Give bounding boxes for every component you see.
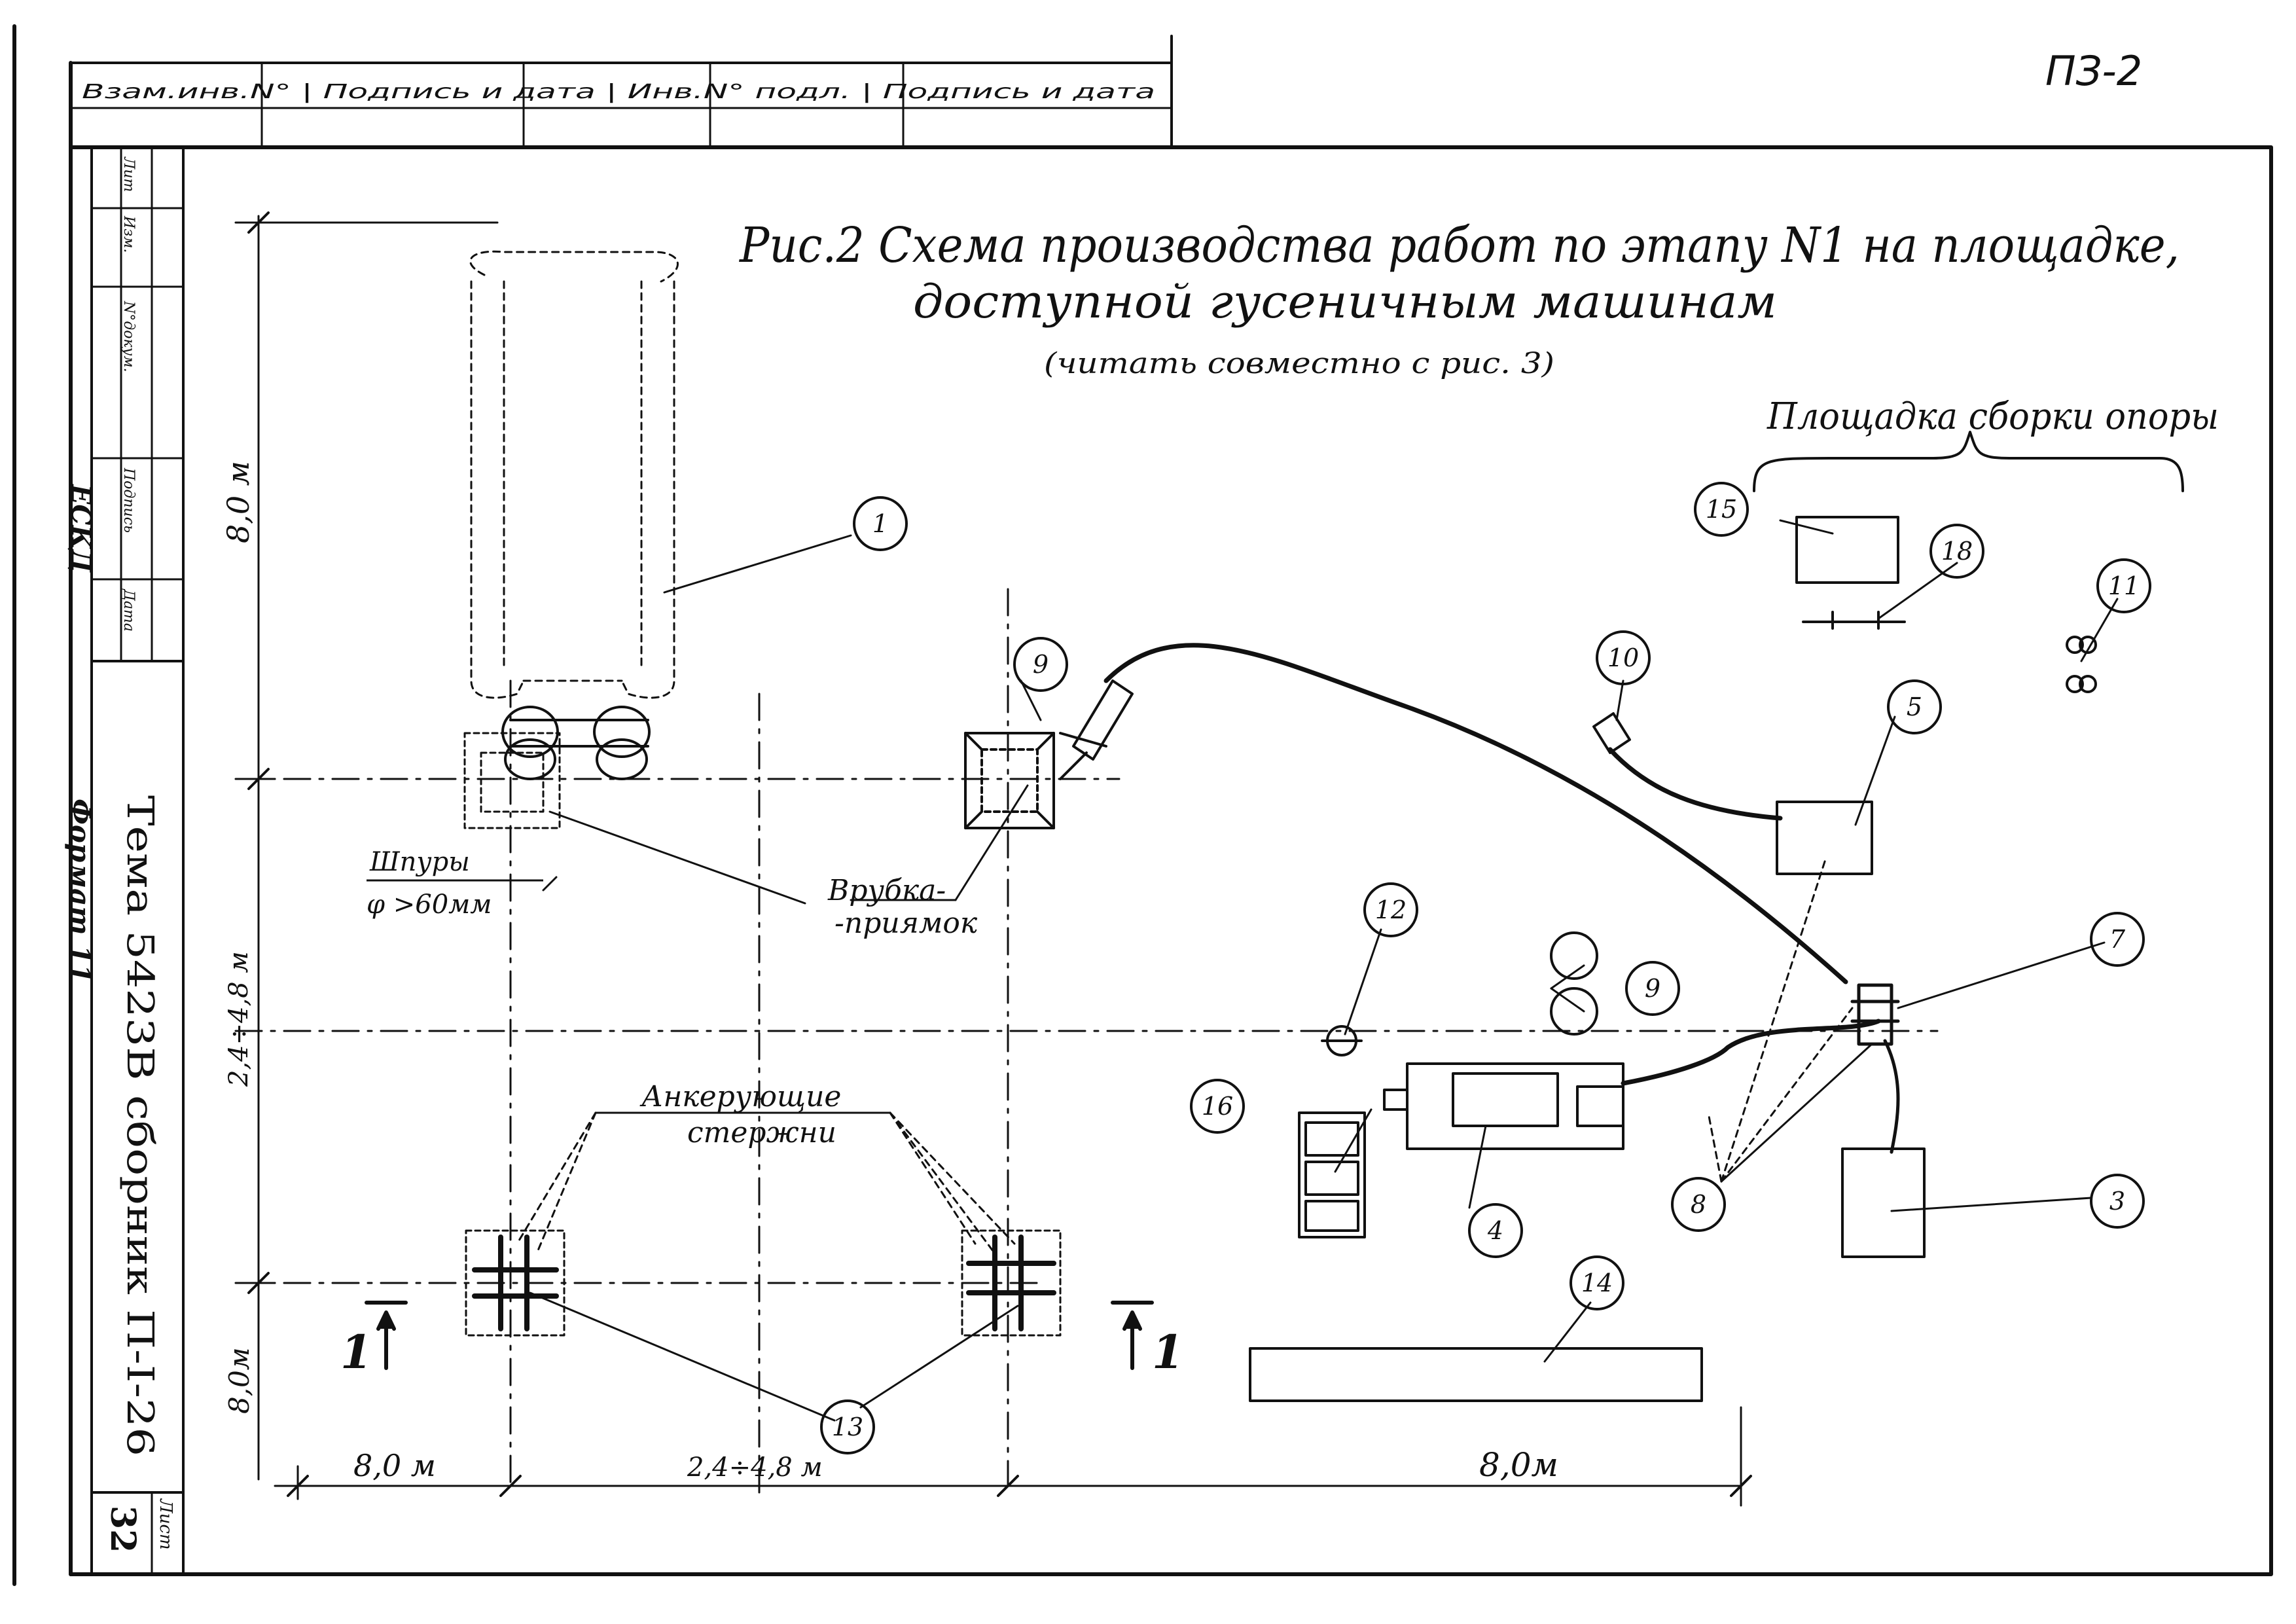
sheet-number: 32 xyxy=(103,1506,143,1553)
callout-7: 7 xyxy=(2109,925,2126,954)
drilling-rig-4 xyxy=(1383,1062,1624,1150)
ankery-label-2: стержни xyxy=(687,1116,836,1149)
leader-lines xyxy=(529,519,2119,1422)
sheet-label: Лист xyxy=(156,1498,175,1550)
tool-12 xyxy=(1321,1025,1363,1056)
cylinders-9 xyxy=(1550,931,1598,1036)
subtitle: (читать совместно с рис. 3) xyxy=(1044,347,1554,380)
callout-numbers: 1 9 10 5 7 3 4 8 9 12 16 14 13 15 18 11 xyxy=(832,495,2140,1441)
callout-4: 4 xyxy=(1487,1216,1503,1245)
breaker-tool xyxy=(1059,679,1134,780)
anchor-pit-left xyxy=(465,1229,565,1337)
dim-horizontal-right: 8,0м xyxy=(1479,1446,1558,1484)
sheet-frame xyxy=(12,24,2273,1586)
axis-lines xyxy=(234,588,1939,1494)
bar-18 xyxy=(1802,611,1906,630)
callout-16: 16 xyxy=(1202,1092,1233,1121)
dim-horizontal-middle: 2,4÷4,8 м xyxy=(687,1453,823,1483)
callout-11: 11 xyxy=(2108,571,2140,600)
hammer-tool xyxy=(1592,712,1631,754)
sheet-code: ПЗ-2 xyxy=(2045,47,2142,95)
callout-1: 1 xyxy=(872,509,888,538)
shpury-label: Шпуры xyxy=(369,847,470,877)
header-row: Взам.инв.N° | Подпись и дата | Инв.N° по… xyxy=(82,81,1155,103)
diameter-label: φ >60мм xyxy=(367,890,492,920)
side-format: Формат 11 xyxy=(64,799,96,983)
distributor-7 xyxy=(1850,983,1900,1046)
hose-lines xyxy=(1103,643,1900,1154)
dim-vertical-bottom: 8,0м xyxy=(223,1347,255,1414)
generator-3 xyxy=(1841,1147,1926,1258)
assembly-area-label: Площадка сборки опоры xyxy=(1767,395,2219,438)
title-line-2: доступной гусеничным машинам xyxy=(913,275,1777,329)
compressor-5 xyxy=(1776,801,1873,875)
dim-horizontal-left: 8,0 м xyxy=(353,1448,436,1483)
ankery-label-1: Анкерующие xyxy=(639,1080,841,1113)
section-label-right: 1 xyxy=(1152,1325,1184,1379)
side-cell-1: Изм. xyxy=(120,215,137,253)
vehicle-rollers xyxy=(501,706,651,780)
side-cell-0: Лит xyxy=(120,156,137,192)
callout-3: 3 xyxy=(2109,1187,2125,1216)
tracked-vehicle xyxy=(469,250,679,699)
side-cell-4: Дата xyxy=(120,588,137,632)
tema-label: Тема 5423В сборник П-I-26 xyxy=(118,795,161,1456)
drill-holes-pit xyxy=(463,732,561,829)
dim-vertical-middle: 2,4÷4,8 м xyxy=(224,951,254,1087)
side-code: ЕСКД xyxy=(65,484,96,573)
cut-pit xyxy=(964,732,1055,829)
beam-14 xyxy=(1249,1347,1703,1402)
callout-13: 13 xyxy=(832,1413,863,1441)
side-cell-2: N°докум. xyxy=(120,300,137,372)
side-cell-3: Подпись xyxy=(120,467,137,533)
section-marks xyxy=(365,1301,1154,1370)
dimension-lines xyxy=(234,211,1752,1507)
callout-9: 9 xyxy=(1645,974,1660,1003)
title-line-1: Рис.2 Схема производства работ по этапу … xyxy=(738,217,2179,274)
callout-12: 12 xyxy=(1375,895,1407,924)
assembly-brace xyxy=(1753,431,2184,492)
dim-vertical-top: 8,0 м xyxy=(221,461,256,543)
section-label-left: 1 xyxy=(340,1325,372,1379)
anchor-rod-leaders xyxy=(516,1111,1016,1255)
callout-5: 5 xyxy=(1907,693,1922,721)
callout-8: 8 xyxy=(1691,1190,1706,1219)
callout-15: 15 xyxy=(1706,495,1737,524)
box-16 xyxy=(1298,1111,1366,1238)
callout-10: 10 xyxy=(1607,643,1639,672)
callout-circles xyxy=(820,482,2151,1454)
box-15 xyxy=(1795,516,1899,584)
vrubka-label-1: Врубка- xyxy=(827,874,946,907)
callout-6: 9 xyxy=(1033,650,1049,679)
anchor-pit-right xyxy=(961,1229,1062,1337)
clamps-11 xyxy=(2066,636,2097,693)
vrubka-label-2: -приямок xyxy=(834,907,978,940)
callout-18: 18 xyxy=(1941,537,1973,566)
callout-14: 14 xyxy=(1581,1269,1613,1297)
